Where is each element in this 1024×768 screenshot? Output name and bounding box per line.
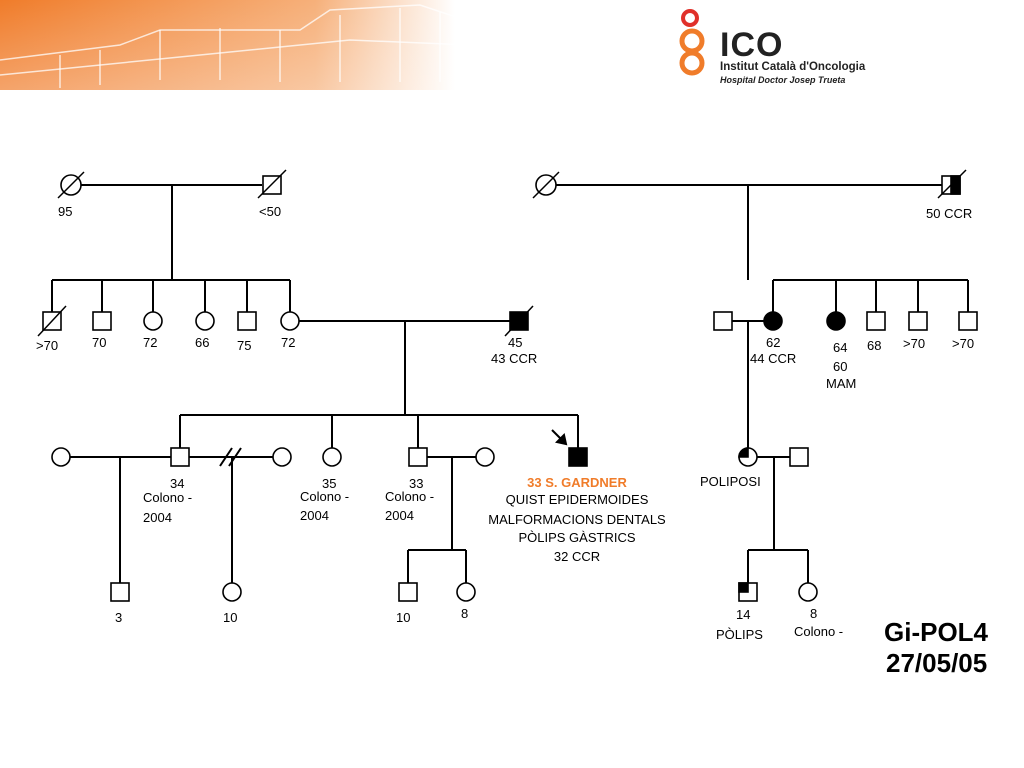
label-g4-6b: Colono -: [794, 624, 843, 639]
individual-g2-6: [280, 311, 300, 331]
label-g2-10a: 64: [833, 340, 847, 355]
case-date: 27/05/05: [886, 648, 988, 678]
proband-arrow-icon: [551, 429, 568, 446]
logo-hospital: Hospital Doctor Josep Trueta: [720, 75, 846, 85]
label-g2-4: 66: [195, 335, 209, 350]
label-g3-4b: Colono -: [300, 489, 349, 504]
individual-g2-11: [866, 311, 886, 331]
individual-g3-2: [170, 447, 190, 467]
individual-g3-8: [738, 447, 758, 467]
individual-g2-4: [195, 311, 215, 331]
label-g2-5: 75: [237, 338, 251, 353]
label-g2-7a: 45: [508, 335, 522, 350]
individual-g4-6: [798, 582, 818, 602]
label-g3-4c: 2004: [300, 508, 329, 523]
individual-g3-9: [789, 447, 809, 467]
individual-g2-9: [763, 311, 783, 331]
label-g4-6a: 8: [810, 606, 817, 621]
individual-g2-5: [237, 311, 257, 331]
label-g4-3: 10: [396, 610, 410, 625]
label-g2-6: 72: [281, 335, 295, 350]
individual-g2-3: [143, 311, 163, 331]
label-g2-9b: 44 CCR: [750, 351, 796, 366]
individual-proband: [568, 447, 588, 467]
individual-g4-4: [456, 582, 476, 602]
individual-g4-3: [398, 582, 418, 602]
label-g2-13: >70: [952, 336, 974, 351]
logo-institution: Institut Català d'Oncologia: [720, 61, 866, 73]
label-g4-5b: PÒLIPS: [716, 627, 763, 642]
label-g4-2: 10: [223, 610, 237, 625]
label-g2-9a: 62: [766, 335, 780, 350]
label-g3-5a: 33: [409, 476, 423, 491]
proband-label-1: 33 S. GARDNER: [527, 475, 627, 490]
label-g4-4: 8: [461, 606, 468, 621]
deceased-marks: [37, 169, 967, 337]
individual-g4-5: [738, 582, 758, 602]
individual-g4-2: [222, 582, 242, 602]
label-g3-8: POLIPOSI: [700, 474, 761, 489]
label-g2-7b: 43 CCR: [491, 351, 537, 366]
proband-label-2: QUIST EPIDERMOIDES: [506, 492, 649, 507]
individual-g3-6: [475, 447, 495, 467]
label-g4-1: 3: [115, 610, 122, 625]
individual-g3-5: [408, 447, 428, 467]
label-g3-2c: 2004: [143, 510, 172, 525]
proband-label-4: PÒLIPS GÀSTRICS: [518, 530, 635, 545]
label-g2-1: >70: [36, 338, 58, 353]
case-id: Gi-POL4: [884, 617, 989, 647]
label-g1-4: 50 CCR: [926, 206, 972, 221]
label-g3-2b: Colono -: [143, 490, 192, 505]
individual-g2-2: [92, 311, 112, 331]
label-g2-10c: MAM: [826, 376, 856, 391]
individual-g4-1: [110, 582, 130, 602]
proband-label-5: 32 CCR: [554, 549, 600, 564]
label-g3-5b: Colono -: [385, 489, 434, 504]
label-g4-5a: 14: [736, 607, 750, 622]
label-g3-2a: 34: [170, 476, 184, 491]
individual-g3-3: [272, 447, 292, 467]
individual-g3-1: [51, 447, 71, 467]
label-g1-2: <50: [259, 204, 281, 219]
individual-g2-8: [713, 311, 733, 331]
label-g2-3: 72: [143, 335, 157, 350]
label-g2-2: 70: [92, 335, 106, 350]
ico-logo-mark: [679, 9, 705, 76]
label-g2-11: 68: [867, 338, 881, 353]
label-g2-10b: 60: [833, 359, 847, 374]
individual-g2-13: [958, 311, 978, 331]
logo-name: ICO: [720, 26, 784, 64]
pedigree-lines: [51, 184, 969, 583]
header-banner: [0, 0, 700, 90]
label-g1-1: 95: [58, 204, 72, 219]
individual-g2-12: [908, 311, 928, 331]
proband-label-3: MALFORMACIONS DENTALS: [488, 512, 666, 527]
individual-g3-4: [322, 447, 342, 467]
individual-g2-10: [826, 311, 846, 331]
label-g3-4a: 35: [322, 476, 336, 491]
label-g3-5c: 2004: [385, 508, 414, 523]
label-g2-12: >70: [903, 336, 925, 351]
